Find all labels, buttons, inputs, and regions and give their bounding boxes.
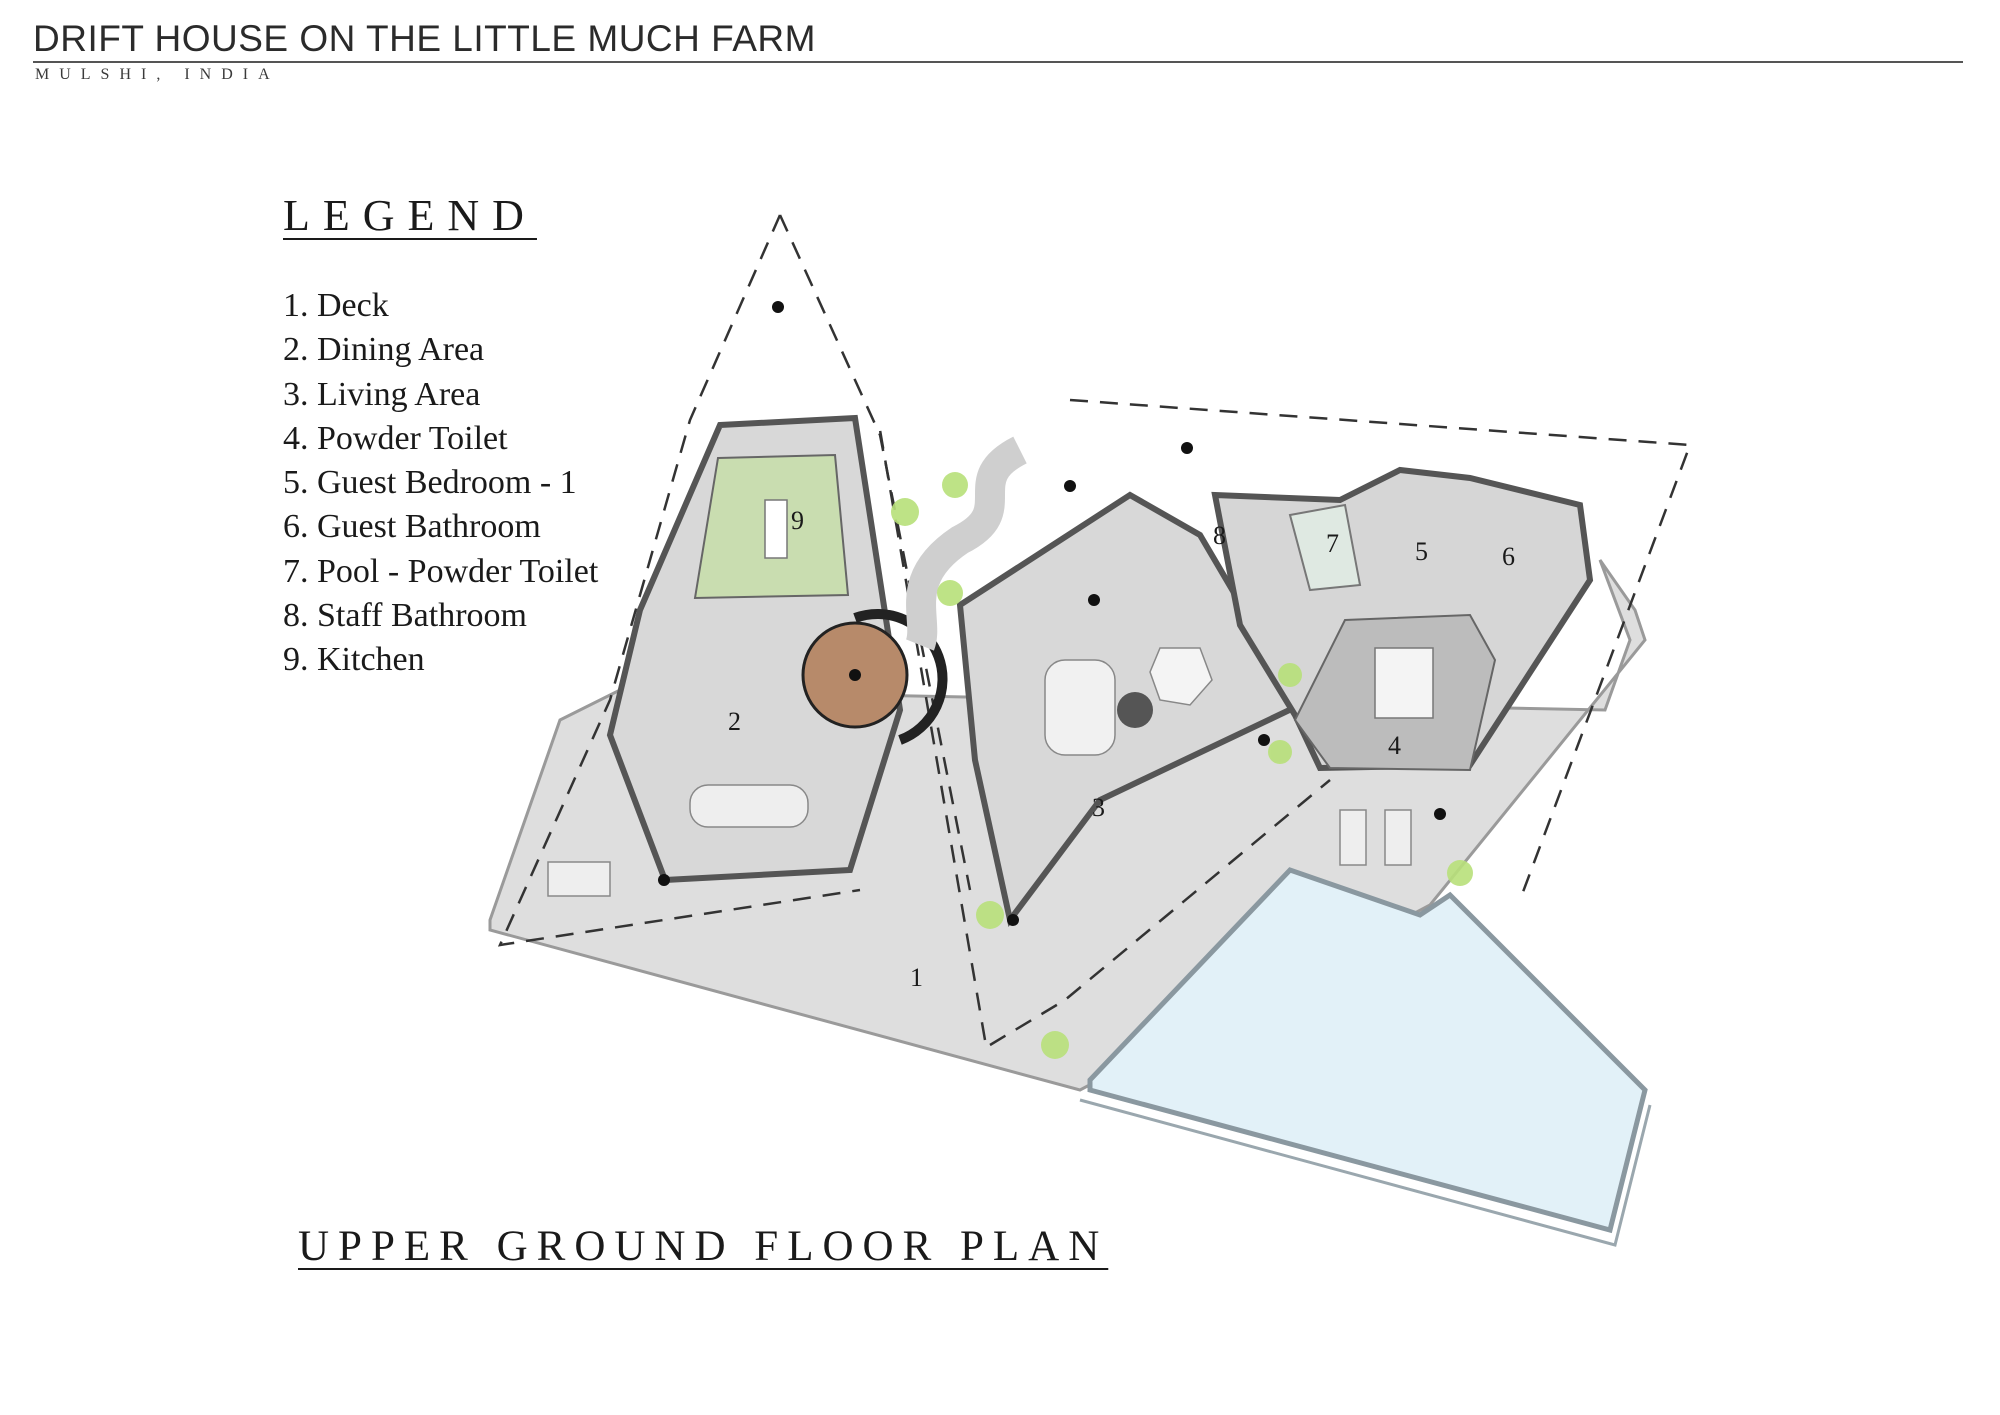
pool-edge [1079,1098,1652,1247]
drawing-title: DRIFT HOUSE ON THE LITTLE MUCH FARM [33,18,816,59]
living-table [1149,647,1213,706]
roof-outline-living [1069,398,1692,901]
legend-item: 2. Dining Area [283,331,485,369]
structural-columns [658,301,1446,926]
coffee-table [1117,692,1153,728]
legend-item: 8. Staff Bathroom [283,597,527,635]
legend-item: 9. Kitchen [283,641,425,679]
room-number-6: 6 [1502,542,1515,571]
room-number-5: 5 [1415,537,1428,566]
header-divider [33,61,1963,63]
pool-toilet-room [1288,503,1362,592]
deck-table [547,861,611,897]
room-number-1: 1 [910,963,923,992]
legend-heading: LEGEND [283,191,537,240]
stair-core [849,669,861,681]
legend-list: 1. Deck 2. Dining Area 3. Living Area 4.… [283,284,598,683]
curved-walkway [905,436,1028,651]
planting [891,472,1473,1059]
room-number-7: 7 [1326,529,1339,558]
drawing-location: MULSHI, INDIA [35,66,280,83]
room-number-9: 9 [791,506,804,535]
sun-loungers [1339,809,1412,866]
legend-item: 6. Guest Bathroom [283,508,541,546]
stair-railing [853,609,948,745]
kitchen-island [764,499,788,559]
legend-item: 5. Guest Bedroom - 1 [283,464,577,502]
room-number-8: 8 [1213,521,1226,550]
room-number-4: 4 [1388,731,1401,760]
bed [1374,647,1434,719]
dining-table [689,784,809,828]
plan-title: UPPER GROUND FLOOR PLAN [298,1223,1109,1270]
roof-outline-dining [497,214,861,947]
legend-item: 3. Living Area [283,375,481,413]
legend-item: 1. Deck [283,287,389,324]
room-number-3: 3 [1092,793,1105,822]
legend-item: 4. Powder Toilet [283,419,508,457]
room-number-2: 2 [728,707,741,736]
swimming-pool [1087,867,1648,1234]
roof-outline-living-bottom [989,779,1331,1047]
legend-item: 7. Pool - Powder Toilet [283,552,599,590]
living-sofa [1044,659,1116,756]
roof-outline-deck [878,429,987,1041]
